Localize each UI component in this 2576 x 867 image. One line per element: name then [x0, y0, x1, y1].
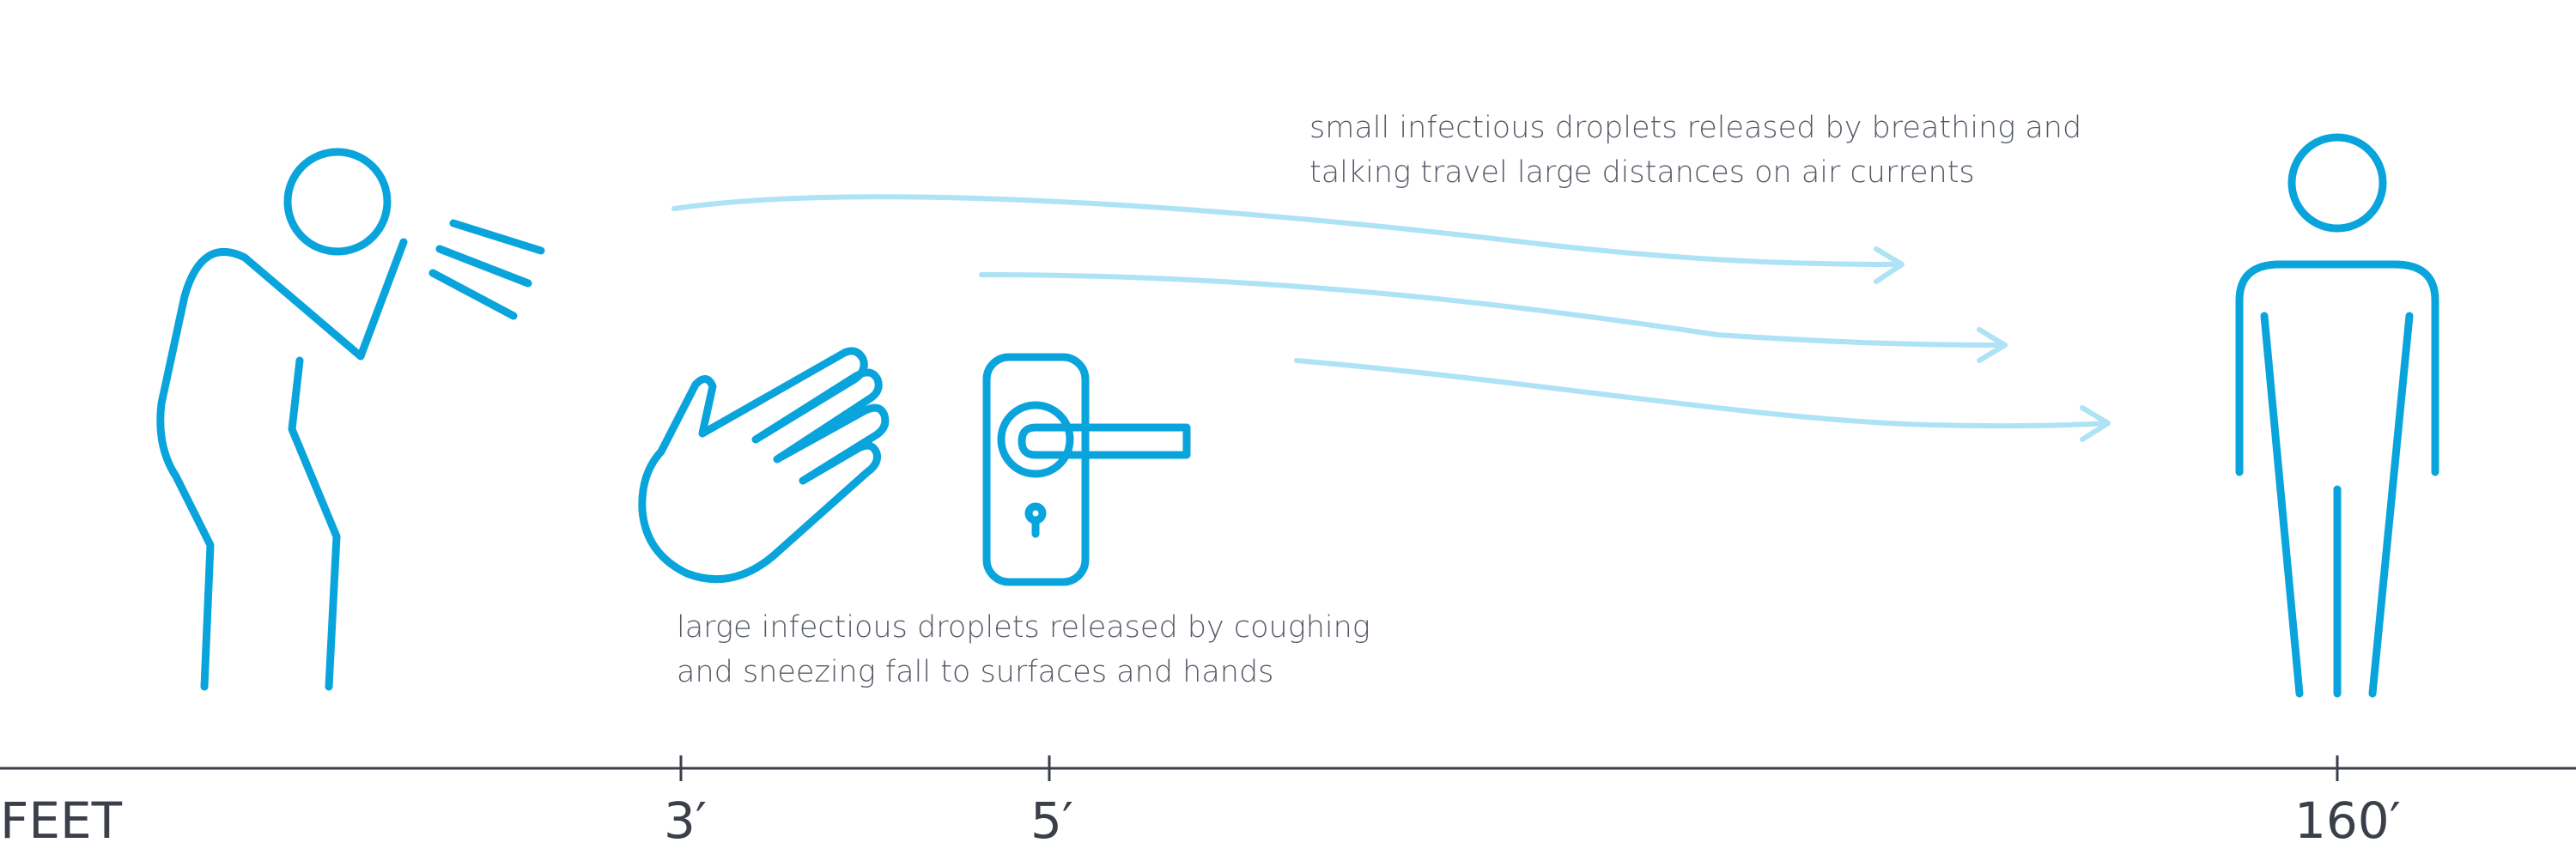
air-current-arrows — [671, 194, 2111, 442]
axis-unit-label: FEET — [0, 791, 123, 850]
hand-icon — [638, 347, 890, 584]
axis-tick-label: 3′ — [664, 791, 708, 850]
arrow-head — [1977, 327, 2008, 363]
small-droplets-caption: small infectious droplets released by br… — [1309, 106, 2081, 195]
axis-tick-label: 5′ — [1030, 791, 1074, 850]
air-current-arrow — [671, 194, 1900, 267]
arrow-head — [1874, 246, 1905, 284]
distance-axis — [0, 755, 2576, 781]
coughing-person-icon — [156, 148, 545, 691]
caption-line: small infectious droplets released by br… — [1309, 111, 2082, 145]
caption-line: talking travel large distances on air cu… — [1309, 155, 1975, 190]
caption-line: large infectious droplets released by co… — [677, 610, 1370, 645]
standing-person-icon — [2235, 133, 2439, 698]
arrow-head — [2080, 405, 2111, 442]
air-current-arrow — [1294, 358, 2111, 429]
axis-tick-label: 160′ — [2294, 791, 2401, 850]
air-current-arrow — [979, 272, 2008, 348]
door-handle-icon — [982, 353, 1191, 586]
large-droplets-caption: large infectious droplets released by co… — [677, 605, 1370, 694]
caption-line: and sneezing fall to surfaces and hands — [677, 655, 1274, 689]
